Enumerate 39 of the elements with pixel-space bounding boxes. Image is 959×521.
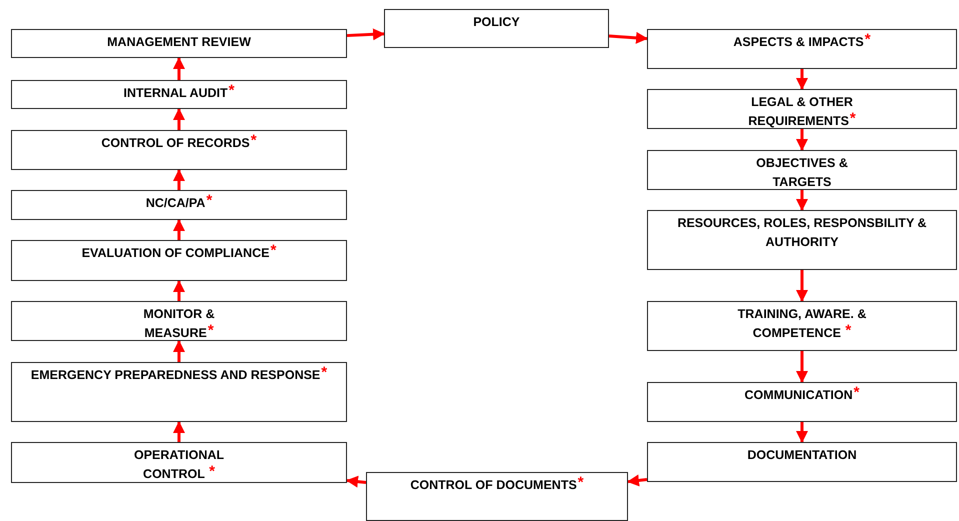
box-label: POLICY <box>473 14 520 31</box>
process-box <box>11 190 347 220</box>
process-box <box>11 301 347 341</box>
process-box <box>647 29 957 69</box>
process-box <box>366 472 628 521</box>
process-box <box>11 240 347 281</box>
box-label: MANAGEMENT REVIEW <box>107 34 251 51</box>
arrow <box>627 474 648 486</box>
process-box <box>647 89 957 129</box>
box-label: DOCUMENTATION <box>747 447 857 464</box>
process-box <box>11 29 347 58</box>
box-label: OBJECTIVES & TARGETS <box>755 155 849 191</box>
box-label: RESOURCES, ROLES, RESPONSBILITY & AUTHORITY <box>676 215 928 251</box>
arrow <box>346 476 366 488</box>
arrow <box>796 270 808 302</box>
arrow <box>173 421 185 442</box>
arrow <box>796 190 808 211</box>
arrow <box>346 28 385 40</box>
process-box <box>384 9 609 48</box>
arrow <box>796 129 808 151</box>
arrow <box>796 351 808 383</box>
process-box <box>647 382 957 422</box>
arrow <box>173 219 185 240</box>
process-box <box>11 80 347 109</box>
arrow <box>173 108 185 130</box>
arrow <box>608 32 648 44</box>
process-box <box>11 130 347 170</box>
arrow <box>173 169 185 190</box>
arrow <box>173 340 185 362</box>
process-box <box>647 301 957 351</box>
process-box <box>11 362 347 422</box>
arrow <box>173 57 185 80</box>
process-box <box>647 442 957 482</box>
process-box <box>11 442 347 483</box>
process-box <box>647 150 957 190</box>
process-box <box>647 210 957 270</box>
arrow <box>173 280 185 301</box>
arrow <box>796 422 808 443</box>
arrow <box>796 69 808 90</box>
